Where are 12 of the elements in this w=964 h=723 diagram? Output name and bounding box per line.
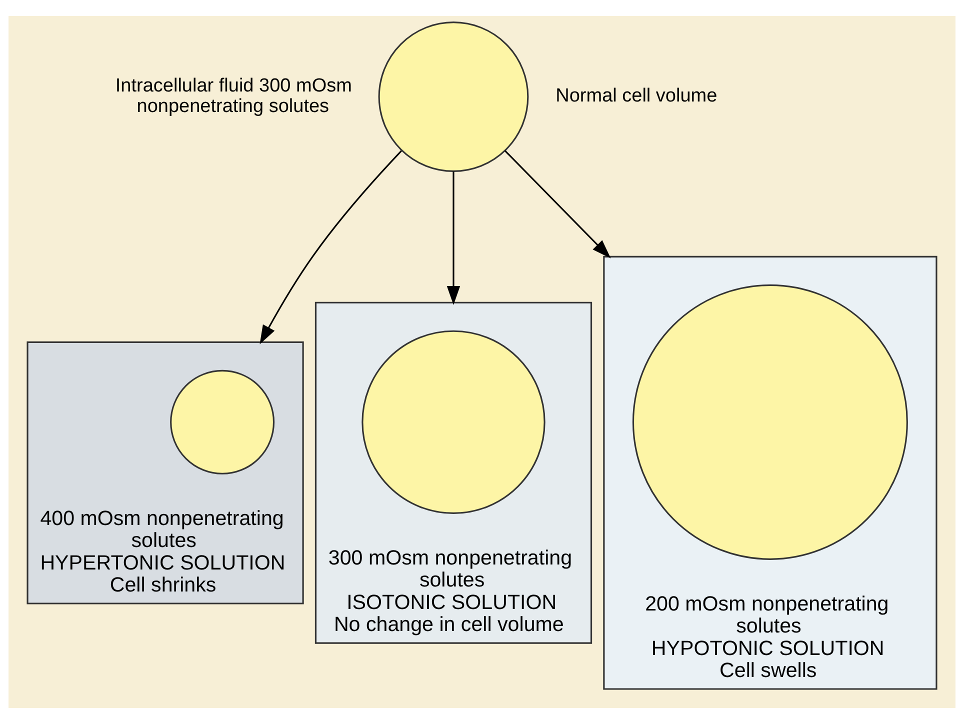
node-circle [378, 21, 529, 172]
node-circle [170, 369, 275, 474]
cluster: 400 mOsm nonpenetrating solutes HYPERTONIC SOLUTION Cell shrinks [26, 340, 304, 604]
arrow [504, 150, 611, 258]
cluster: 200 mOsm nonpenetrating solutes HYPOTONIC SOLUTION Cell swells [603, 255, 938, 690]
node-label: Intracellular fluid 300 mOsm nonpenetrating solutes [115, 74, 352, 116]
node-label: Normal cell volume [556, 85, 718, 106]
node-circle [632, 284, 908, 560]
cluster: 300 mOsm nonpenetrating solutes ISOTONIC SOLUTION No change in cell volume [314, 301, 592, 644]
node-circle [362, 330, 546, 514]
arrow [260, 150, 402, 344]
arrow [446, 170, 460, 305]
